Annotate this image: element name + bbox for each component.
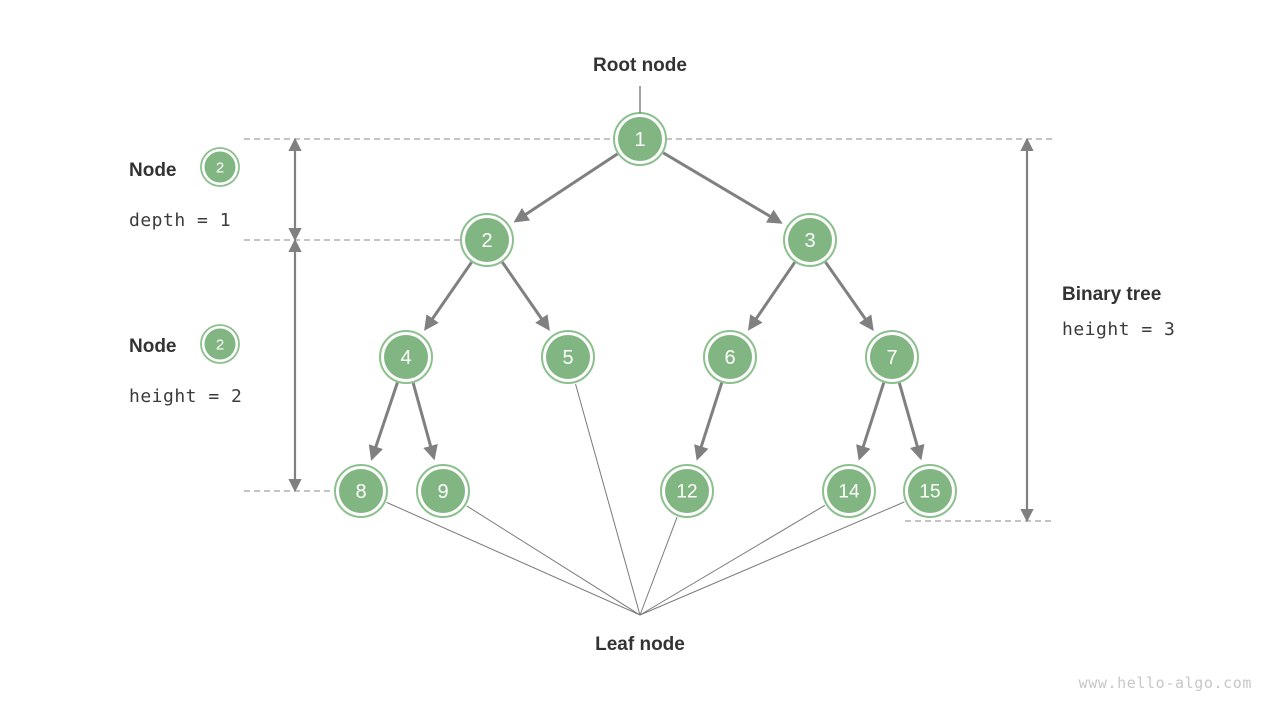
tree-node-4[interactable]: 4 bbox=[379, 330, 433, 384]
leaf-leader-line bbox=[466, 505, 641, 616]
binary-tree-height-text: height = 3 bbox=[1062, 319, 1175, 340]
node-disc bbox=[665, 469, 709, 513]
tree-node-12[interactable]: 12 bbox=[660, 464, 714, 518]
tree-edge-n2-to-n4 bbox=[424, 261, 473, 331]
left-annotation-blocks: Node depth = 1 Node height = 2 bbox=[129, 160, 242, 407]
binary-tree-title: Binary tree bbox=[1062, 284, 1161, 305]
tree-edge-n7-to-n14 bbox=[856, 382, 886, 461]
node-ring bbox=[903, 464, 957, 518]
node-disc bbox=[708, 335, 752, 379]
leaf-node-label: Leaf node bbox=[595, 634, 685, 655]
depth-block-badge: 2 bbox=[200, 147, 240, 187]
badge-value: 2 bbox=[216, 337, 224, 354]
badge-ring bbox=[200, 147, 240, 187]
node-disc bbox=[339, 469, 383, 513]
tree-edge-n3-to-n7 bbox=[824, 261, 874, 331]
leaf-leader-line bbox=[639, 501, 905, 616]
node-disc bbox=[546, 335, 590, 379]
node-ring bbox=[334, 464, 388, 518]
node-value: 6 bbox=[724, 347, 735, 369]
depth-block-detail: depth = 1 bbox=[129, 210, 231, 231]
node-value: 12 bbox=[676, 482, 697, 503]
node-value: 14 bbox=[838, 482, 860, 503]
dashed-guide-lines bbox=[244, 138, 1055, 522]
leaf-leader-line bbox=[575, 383, 641, 616]
watermark: www.hello-algo.com bbox=[1079, 674, 1252, 692]
node-ring bbox=[541, 330, 595, 384]
tree-edge-n4-to-n8 bbox=[368, 382, 399, 461]
tree-node-2[interactable]: 2 bbox=[460, 213, 514, 267]
tree-edge-n1-to-n2 bbox=[513, 152, 619, 223]
tree-node-7[interactable]: 7 bbox=[865, 330, 919, 384]
height-block-title: Node bbox=[129, 336, 177, 357]
tree-node-15[interactable]: 15 bbox=[903, 464, 957, 518]
root-node-label: Root node bbox=[593, 55, 687, 76]
node-ring bbox=[460, 213, 514, 267]
badge-disc bbox=[204, 151, 236, 183]
node-ring bbox=[660, 464, 714, 518]
tree-edge-n3-to-n6 bbox=[747, 261, 796, 331]
leaf-leader-line bbox=[639, 517, 678, 616]
tree-node-9[interactable]: 9 bbox=[416, 464, 470, 518]
node-disc bbox=[384, 335, 428, 379]
node-ring bbox=[416, 464, 470, 518]
leaf-leader-line bbox=[386, 501, 641, 616]
tree-edge-n1-to-n3 bbox=[662, 151, 783, 224]
node-disc bbox=[908, 469, 952, 513]
badge-disc bbox=[204, 328, 236, 360]
tree-node-1[interactable]: 1 bbox=[613, 112, 667, 166]
tree-edge-n4-to-n9 bbox=[411, 382, 438, 461]
node-disc bbox=[618, 117, 662, 161]
tree-edge-n2-to-n5 bbox=[501, 261, 550, 331]
tree-edge-n6-to-n12 bbox=[694, 382, 724, 461]
node-ring bbox=[379, 330, 433, 384]
node-value: 3 bbox=[804, 230, 815, 252]
node-value: 7 bbox=[886, 347, 897, 369]
tree-node-8[interactable]: 8 bbox=[334, 464, 388, 518]
dimension-arrows bbox=[288, 137, 1034, 523]
node-value: 2 bbox=[481, 230, 492, 252]
node-value: 1 bbox=[634, 129, 645, 151]
leaf-leader-line bbox=[639, 504, 826, 616]
badge-value: 2 bbox=[216, 160, 224, 177]
depth-block-title: Node bbox=[129, 160, 177, 181]
node-value: 5 bbox=[562, 347, 573, 369]
inline-node-badges: 22 bbox=[200, 147, 240, 364]
tree-node-3[interactable]: 3 bbox=[783, 213, 837, 267]
node-value: 4 bbox=[400, 347, 411, 369]
tree-edge-n7-to-n15 bbox=[897, 382, 925, 461]
height-block-badge: 2 bbox=[200, 324, 240, 364]
tree-node-5[interactable]: 5 bbox=[541, 330, 595, 384]
node-ring bbox=[783, 213, 837, 267]
leaf-leader-lines bbox=[386, 383, 905, 616]
node-ring bbox=[865, 330, 919, 384]
node-value: 15 bbox=[919, 482, 940, 503]
badge-ring bbox=[200, 324, 240, 364]
node-disc bbox=[421, 469, 465, 513]
node-disc bbox=[827, 469, 871, 513]
tree-node-14[interactable]: 14 bbox=[822, 464, 876, 518]
tree-edges bbox=[368, 151, 925, 461]
node-ring bbox=[703, 330, 757, 384]
node-disc bbox=[870, 335, 914, 379]
height-block-detail: height = 2 bbox=[129, 386, 242, 407]
node-value: 9 bbox=[437, 481, 448, 503]
tree-node-6[interactable]: 6 bbox=[703, 330, 757, 384]
node-ring bbox=[822, 464, 876, 518]
node-disc bbox=[788, 218, 832, 262]
node-value: 8 bbox=[355, 481, 366, 503]
node-disc bbox=[465, 218, 509, 262]
